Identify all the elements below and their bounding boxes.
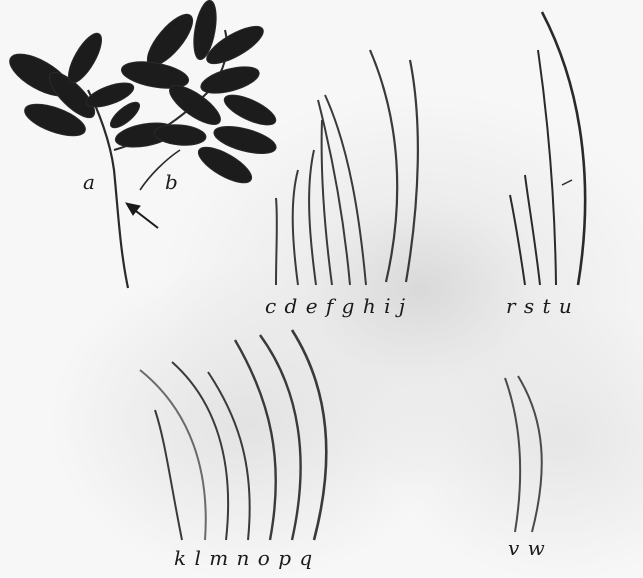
stem-node (562, 180, 572, 185)
label-r-to-u: r s t u (506, 296, 573, 316)
leaf (220, 89, 279, 131)
label-v-w: v w (508, 538, 546, 558)
stem-e (309, 150, 316, 285)
stem-k (155, 410, 182, 540)
leaf (153, 123, 207, 147)
stem-m (172, 362, 228, 540)
label-b: b (165, 172, 179, 192)
arrow-icon (126, 203, 158, 228)
stem-c (276, 198, 277, 285)
stem-d (293, 170, 298, 285)
stem-s (525, 175, 540, 285)
label-a: a (83, 172, 96, 192)
stem-f (322, 120, 332, 285)
stem-group-r-u (510, 12, 585, 285)
stem-i (370, 50, 397, 282)
stem-w (518, 376, 542, 532)
stem-t (538, 50, 556, 285)
stem-j (406, 60, 418, 282)
leafy-branch (4, 0, 280, 288)
stem-group-c-j (276, 50, 418, 285)
stem-group-k-q (140, 330, 326, 540)
label-c-to-j: c d e f g h i j (265, 296, 406, 316)
leaf (198, 62, 262, 99)
stem-h (325, 95, 366, 285)
stem-r (510, 195, 525, 285)
leaf (62, 29, 107, 87)
label-k-to-q: k l m n o p q (174, 548, 313, 568)
stem-group-v-w (505, 376, 542, 532)
stem-l (140, 370, 206, 540)
stem-p (260, 335, 301, 540)
stem-v (505, 378, 520, 532)
